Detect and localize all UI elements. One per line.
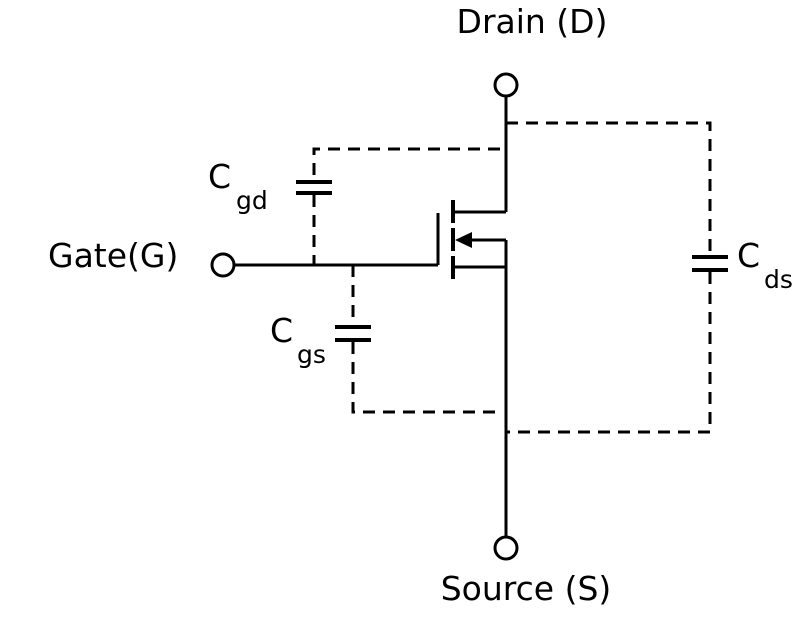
cds-label: C (737, 236, 760, 275)
cgd-label: C (208, 157, 231, 196)
cgd-capacitor (296, 147, 500, 265)
cgd-subscript: gd (236, 186, 268, 215)
gate-terminal (210, 252, 236, 278)
source-terminal (493, 535, 519, 561)
drain-label: Drain (D) (457, 2, 608, 41)
cds-subscript: ds (764, 265, 793, 294)
drain-terminal (493, 72, 519, 98)
gate-label: Gate(G) (48, 236, 178, 275)
cds-capacitor (506, 121, 728, 434)
source-label: Source (S) (441, 569, 612, 608)
body-arrow-icon (455, 232, 472, 248)
cgs-capacitor (335, 265, 500, 414)
cgs-label: C (270, 311, 293, 350)
cgs-subscript: gs (297, 340, 326, 369)
